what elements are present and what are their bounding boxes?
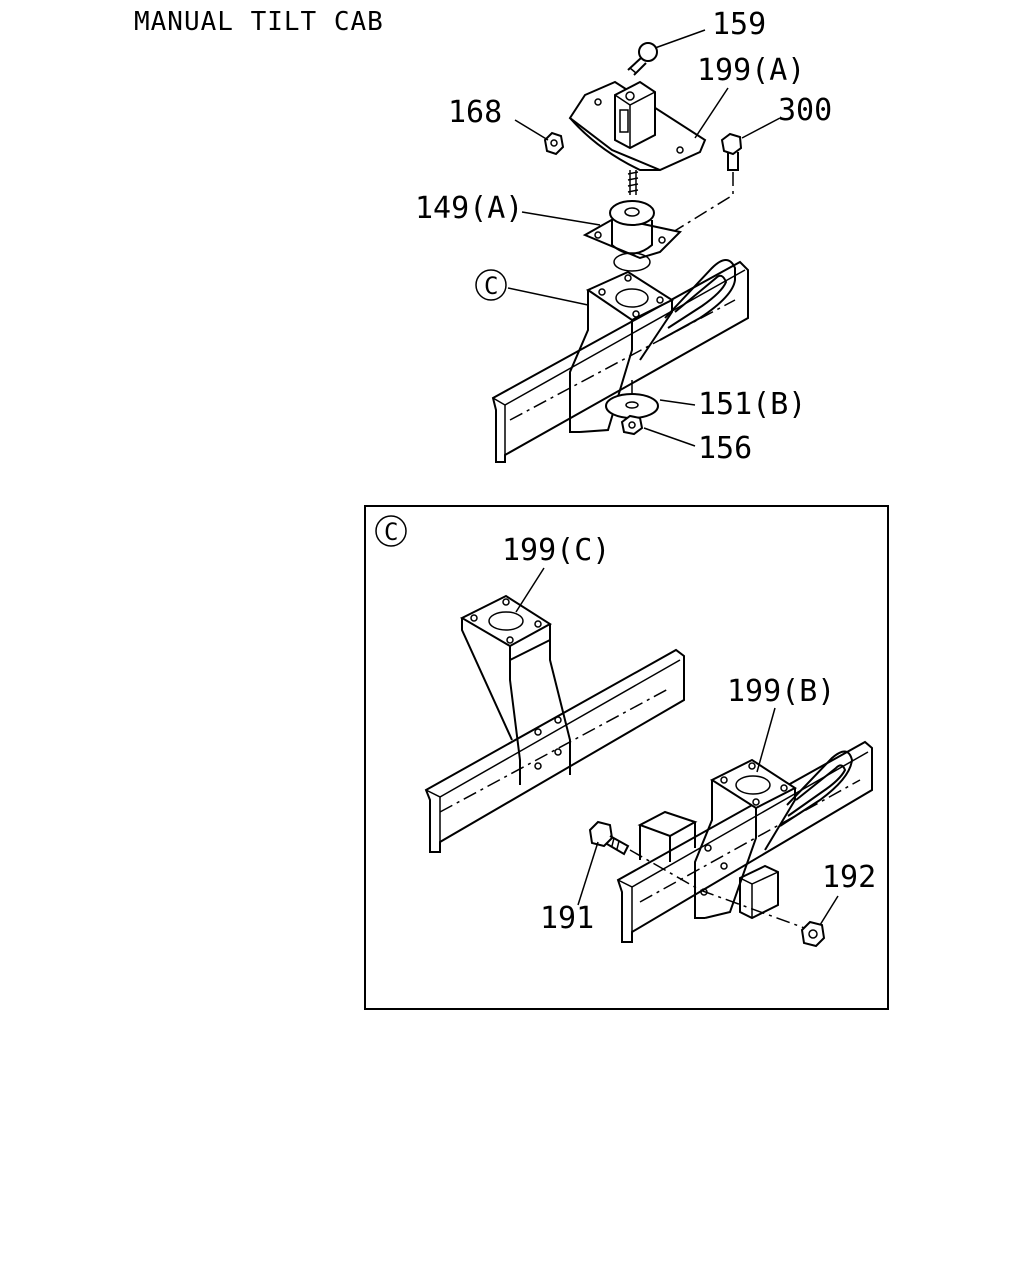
inset-reference-c-marker: C bbox=[375, 515, 407, 547]
diagram-title: MANUAL TILT CAB bbox=[134, 7, 384, 37]
frame-rail-upper bbox=[491, 260, 749, 463]
bracket-199a bbox=[568, 80, 707, 195]
label-156: 156 bbox=[698, 431, 752, 466]
label-199c: 199(C) bbox=[502, 533, 610, 568]
nut-156 bbox=[620, 414, 644, 436]
mount-149a bbox=[582, 200, 683, 272]
label-151b: 151(B) bbox=[698, 387, 806, 422]
label-191: 191 bbox=[540, 901, 594, 936]
detail-inset-c: C bbox=[364, 505, 889, 1010]
nut-168 bbox=[543, 131, 565, 156]
label-149a: 149(A) bbox=[415, 191, 523, 226]
bracket-199b bbox=[694, 750, 854, 919]
inset-frame bbox=[364, 505, 889, 1010]
label-192: 192 bbox=[822, 860, 876, 895]
bracket-c-upper bbox=[569, 259, 736, 433]
reference-c-marker: C bbox=[475, 269, 507, 301]
nut-192 bbox=[800, 920, 826, 948]
label-199a: 199(A) bbox=[697, 53, 805, 88]
upper-assembly: 159 199(A) 168 300 149(A) 151(B) 156 C bbox=[415, 7, 832, 466]
label-199b: 199(B) bbox=[727, 674, 835, 709]
label-300: 300 bbox=[778, 93, 832, 128]
label-159: 159 bbox=[712, 7, 766, 42]
box-member bbox=[637, 810, 779, 920]
pin-159 bbox=[627, 42, 658, 76]
bolt-300 bbox=[659, 132, 743, 241]
svg-text:C: C bbox=[484, 272, 498, 300]
frame-rail-left bbox=[424, 648, 685, 853]
svg-text:C: C bbox=[384, 518, 398, 546]
washer-151b bbox=[605, 380, 659, 419]
label-168: 168 bbox=[448, 95, 502, 130]
bracket-199c bbox=[459, 594, 571, 785]
bolt-191 bbox=[588, 820, 811, 931]
